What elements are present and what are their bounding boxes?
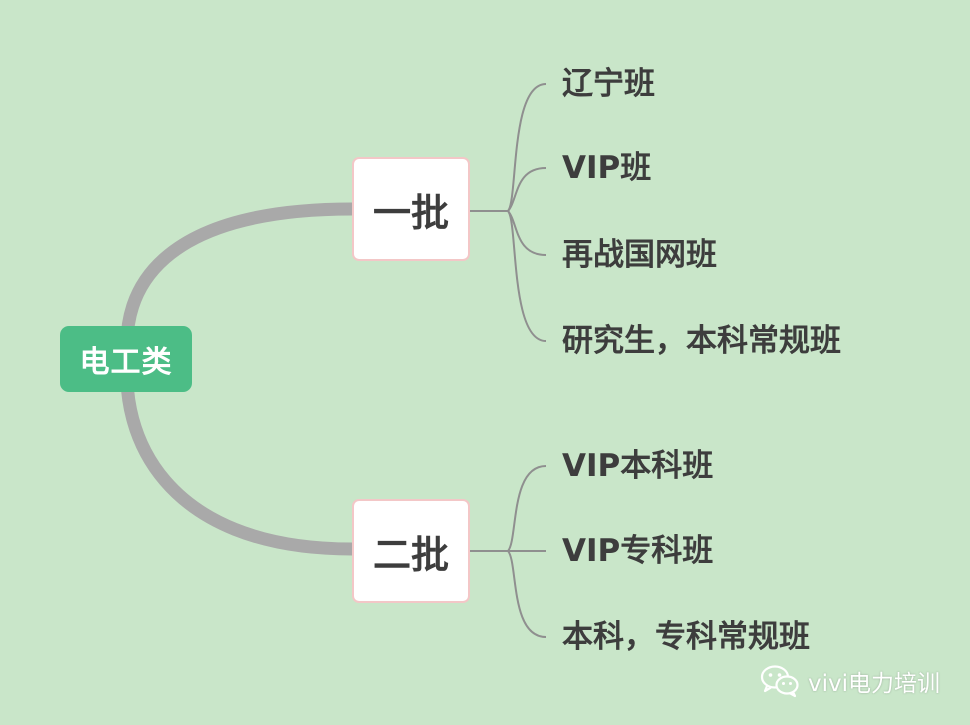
batch-node-2[interactable]: 二批 [352, 499, 470, 603]
leaf-node[interactable]: 再战国网班 [562, 237, 717, 273]
branch-batch1-item4 [507, 210, 547, 342]
branch-batch2-item3 [507, 550, 547, 638]
branch-batch1-item2 [507, 167, 547, 212]
watermark: vivi电力培训 [760, 664, 940, 698]
root-node[interactable]: 电工类 [60, 326, 192, 392]
branch-batch2-item1 [507, 465, 547, 552]
wechat-icon [760, 665, 799, 698]
watermark-text: vivi电力培训 [807, 671, 940, 697]
leaf-node[interactable]: VIP专科班 [562, 533, 714, 569]
branch-batch1-item1 [507, 83, 547, 212]
batch-node-1-label: 一批 [372, 190, 449, 235]
leaf-node[interactable]: VIP班 [562, 150, 652, 186]
leaf-node[interactable]: 辽宁班 [562, 66, 655, 102]
leaf-node[interactable]: VIP本科班 [562, 448, 714, 484]
leaf-node[interactable]: 研究生，本科常规班 [562, 323, 841, 359]
leaf-node[interactable]: 本科，专科常规班 [562, 619, 810, 655]
root-node-label: 电工类 [79, 345, 173, 380]
batch-node-2-label: 二批 [372, 532, 449, 577]
batch-node-1[interactable]: 一批 [352, 157, 470, 261]
